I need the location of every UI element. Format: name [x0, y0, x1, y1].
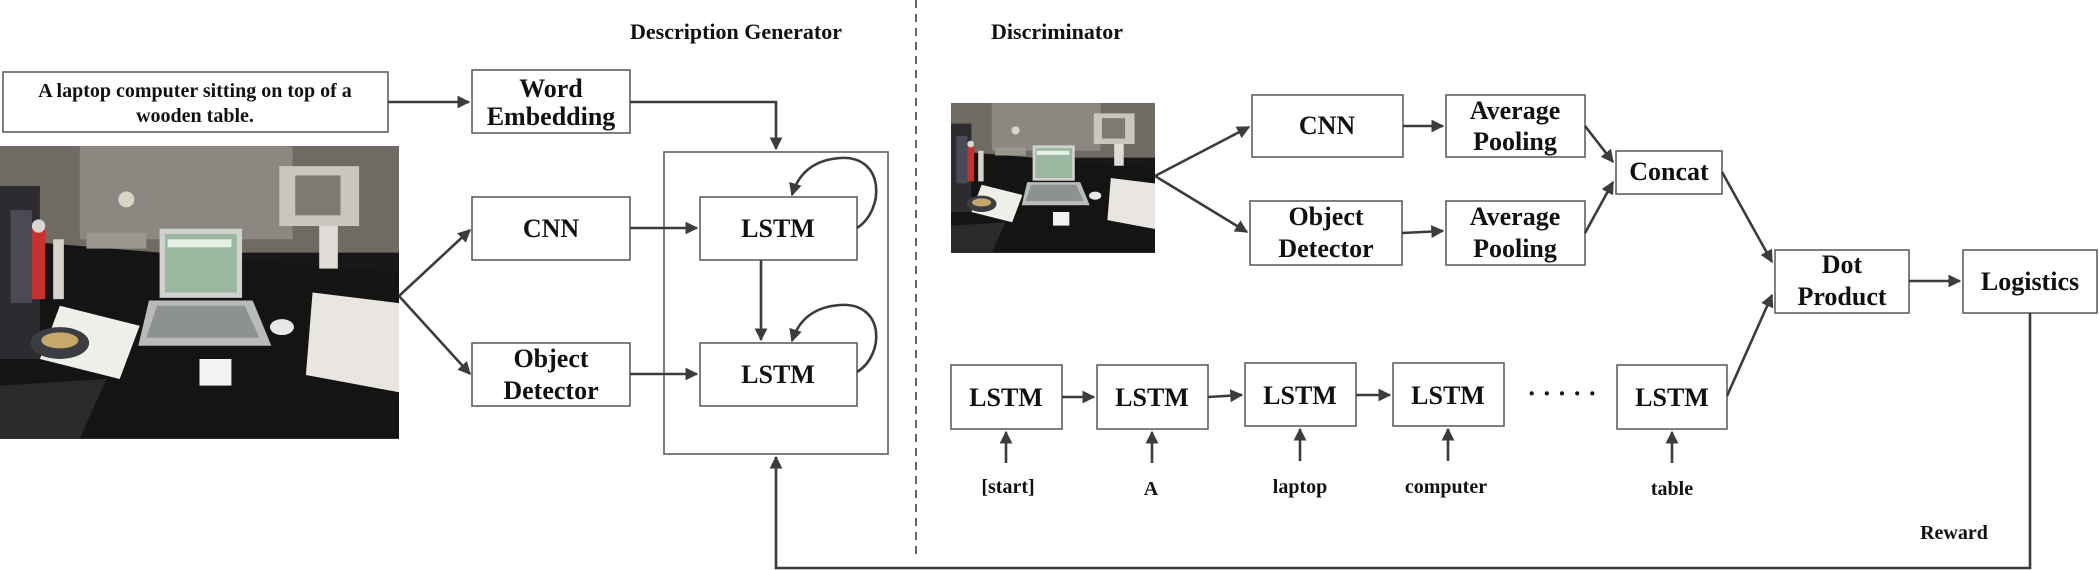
- chain-ellipsis: · · · · ·: [1527, 379, 1596, 408]
- caption-box: [2, 71, 389, 133]
- gen-object-detector-label-2: Detector: [503, 376, 598, 405]
- reward-label: Reward: [1920, 522, 1988, 544]
- concat-box: [1615, 150, 1723, 195]
- word-embedding-label-2: Embedding: [487, 102, 616, 131]
- reward-feedback-arrow: [769, 313, 2032, 570]
- chain-word-4: table: [1651, 478, 1693, 500]
- concat-to-dot-arrow: [1720, 171, 1774, 264]
- thumb-to-detector-arrow: [1154, 174, 1249, 234]
- avg-pool-top-label-1: Average: [1470, 96, 1560, 125]
- disc-cnn-box: [1251, 94, 1404, 158]
- gen-lstm-bottom-box: [699, 342, 858, 407]
- chain-lstm-label-3: LSTM: [1411, 381, 1485, 410]
- chain-word-3: computer: [1405, 476, 1487, 498]
- photo-to-detector-arrow: [398, 295, 471, 375]
- chain-word-1: A: [1144, 478, 1159, 500]
- gen-cnn-label: CNN: [523, 214, 580, 243]
- chain-lstm-box-3: [1392, 362, 1505, 427]
- logistics-box: [1962, 249, 2098, 314]
- chain-lstm-box-0: [950, 364, 1063, 430]
- lstm-frame: [663, 151, 889, 455]
- gen-object-detector-box: [471, 342, 631, 407]
- chain-to-dot-arrow: [1725, 293, 1774, 397]
- avg-pool-top-label-2: Pooling: [1473, 127, 1557, 156]
- embedding-to-lstm-arrow: [630, 100, 783, 151]
- chain-word-2: laptop: [1273, 476, 1327, 498]
- thumb-to-cnn-arrow: [1154, 125, 1251, 178]
- avg-pool-bottom-label-2: Pooling: [1473, 234, 1557, 263]
- generator-title: Description Generator: [630, 19, 842, 44]
- avg-pool-bottom-label-1: Average: [1470, 202, 1560, 231]
- dot-product-box: [1774, 249, 1910, 314]
- gen-lstm-bottom-label: LSTM: [741, 360, 815, 389]
- caption-line-2: wooden table.: [136, 105, 254, 127]
- avg-pool-bottom-box: [1445, 200, 1586, 266]
- pool-top-to-concat-arrow: [1583, 125, 1615, 164]
- chain-lstm-label-1: LSTM: [1115, 383, 1189, 412]
- word-embedding-box: [471, 69, 631, 134]
- detector-to-pool-arrow: [1401, 225, 1445, 239]
- dot-product-label-1: Dot: [1822, 250, 1863, 279]
- desk-photo-small: [951, 103, 1155, 253]
- photo-to-cnn-arrow: [398, 229, 471, 297]
- chain-lstm-box-4: [1616, 364, 1728, 430]
- disc-object-detector-label-2: Detector: [1278, 234, 1373, 263]
- desk-photo-large: [0, 146, 399, 439]
- pool-bottom-to-concat-arrow: [1583, 180, 1615, 234]
- chain-arrow-1: [1207, 389, 1244, 403]
- concat-label: Concat: [1629, 157, 1709, 186]
- gen-object-detector-label-1: Object: [513, 344, 588, 373]
- chain-lstm-label-0: LSTM: [969, 383, 1043, 412]
- lstm-bottom-recurrent-arrow: [789, 303, 878, 374]
- caption-line-1: A laptop computer sitting on top of a: [38, 80, 352, 102]
- disc-cnn-label: CNN: [1299, 111, 1356, 140]
- chain-lstm-box-2: [1244, 362, 1357, 427]
- dot-product-label-2: Product: [1797, 282, 1886, 311]
- gen-lstm-top-label: LSTM: [741, 214, 815, 243]
- chain-lstm-label-4: LSTM: [1635, 383, 1709, 412]
- word-embedding-label-1: Word: [519, 74, 583, 103]
- disc-object-detector-label-1: Object: [1288, 202, 1363, 231]
- logistics-label: Logistics: [1981, 267, 2079, 296]
- gen-lstm-top-box: [699, 196, 858, 261]
- disc-object-detector-box: [1249, 200, 1403, 266]
- discriminator-title: Discriminator: [991, 19, 1123, 44]
- lstm-top-recurrent-arrow: [789, 156, 878, 230]
- chain-word-0: [start]: [981, 476, 1034, 498]
- chain-lstm-box-1: [1096, 364, 1209, 430]
- chain-lstm-label-2: LSTM: [1263, 381, 1337, 410]
